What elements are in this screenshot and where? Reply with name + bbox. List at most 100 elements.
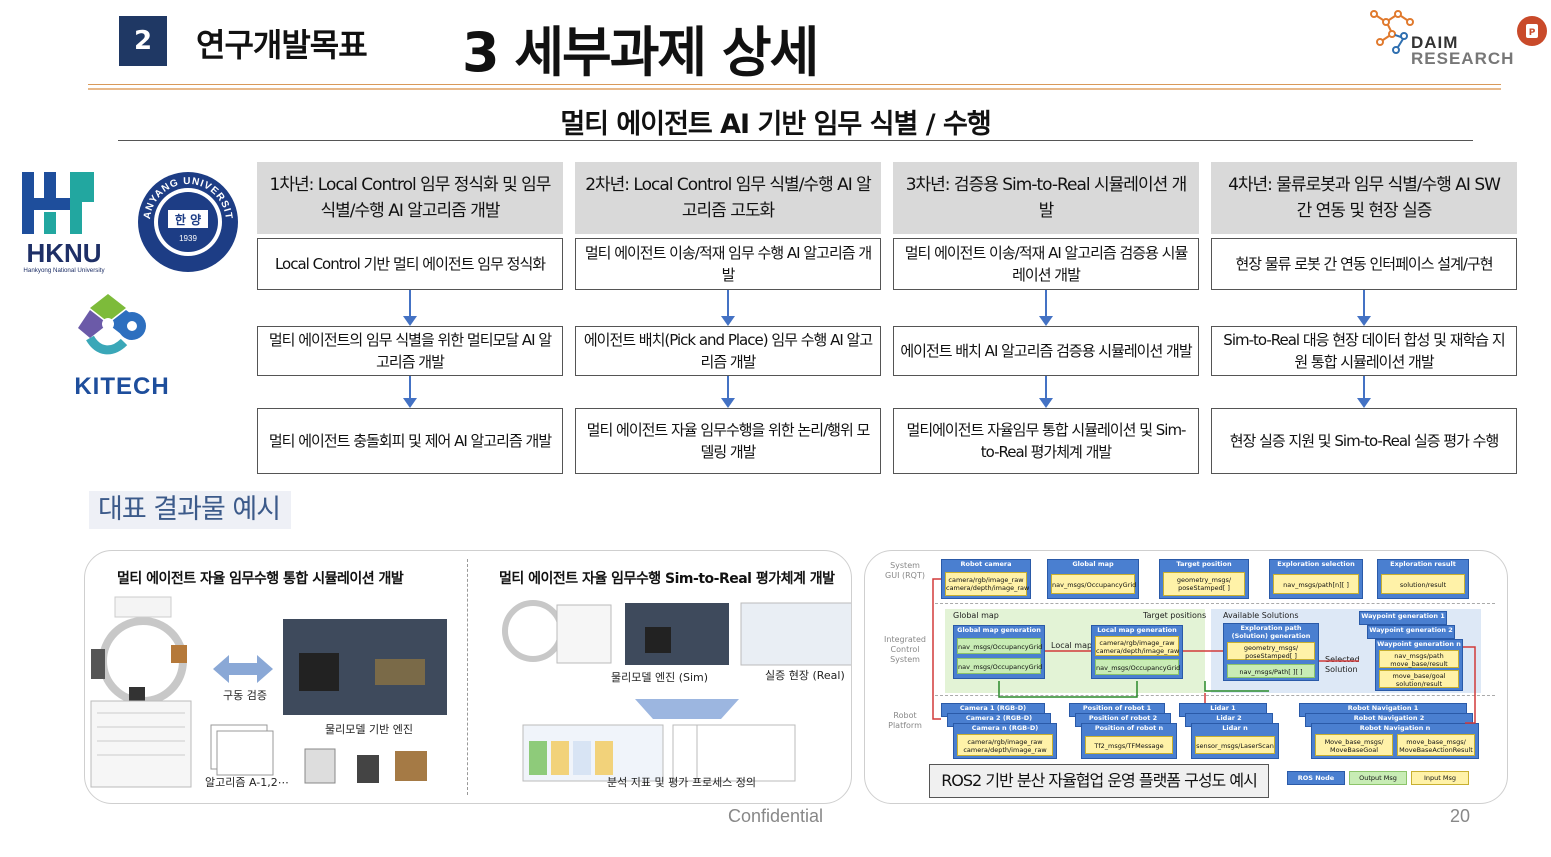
header-divider <box>88 84 1501 85</box>
input-msg: camera/rgb/image_raw camera/depth/image_… <box>945 572 1029 596</box>
legend-input-msg: Input Msg <box>1411 771 1469 785</box>
year-1-task-3: 멀티 에이전트 충돌회피 및 제어 AI 알고리즘 개발 <box>257 408 563 474</box>
hanyang-seal-icon: HANYANG UNIVERSITY 한 양 1939 <box>136 170 238 272</box>
year-4-task-2: Sim-to-Real 대응 현장 데이터 합성 및 재학습 지원 통합 시뮬레… <box>1211 326 1517 376</box>
input-msg: Move_base_msgs/ MoveBaseGoal <box>1315 734 1393 756</box>
node-title: Lidar n <box>1222 724 1248 732</box>
logo-text: RESEARCH <box>1411 49 1515 68</box>
logo-text: DAIM <box>1411 33 1459 52</box>
legend-output-msg: Output Msg <box>1349 771 1407 785</box>
flow-label: Selected Solution <box>1325 655 1360 674</box>
ros-node: Global map nav_msgs/OccupancyGrid <box>1047 559 1139 599</box>
node-title: Exploration path (Solution) generation <box>1231 624 1311 640</box>
node-title: Global map <box>1072 560 1114 568</box>
year-2-task-1: 멀티 에이전트 이송/적재 임무 수행 AI 알고리즘 개발 <box>575 238 881 290</box>
caption-drive-verification: 구동 검증 <box>223 689 267 702</box>
year-2-header: 2차년: Local Control 임무 식별/수행 AI 알고리즘 고도화 <box>575 162 881 234</box>
ros-node: Waypoint generation 2 <box>1367 625 1455 639</box>
node-title: Position of robot n <box>1094 724 1164 732</box>
simulation-diagram-figure <box>90 596 447 788</box>
down-arrow-icon <box>1357 376 1371 408</box>
hanyang-center-text: 한 양 <box>175 212 201 227</box>
caption-real-site: 실증 현장 (Real) <box>765 669 845 682</box>
year-4-task-3: 현장 실증 지원 및 Sim-to-Real 실증 평가 수행 <box>1211 408 1517 474</box>
ros-node: Local map generation camera/rgb/image_ra… <box>1091 625 1183 679</box>
year-4-header: 4차년: 물류로봇과 임무 식별/수행 AI SW 간 연동 및 현장 실증 <box>1211 162 1517 234</box>
panel-title-simulation: 멀티 에이전트 자율 임무수행 통합 시뮬레이션 개발 <box>117 571 404 587</box>
panel-title-sim-to-real: 멀티 에이전트 자율 임무수행 Sim-to-Real 평가체계 개발 <box>499 571 835 587</box>
input-msg: nav_msgs/path move_base/result <box>1379 650 1459 668</box>
connector-lines <box>932 578 1476 724</box>
ros-node: Robot Navigation n Move_base_msgs/ MoveB… <box>1311 723 1479 759</box>
ros-node: Exploration selection nav_msgs/path[n][ … <box>1269 559 1363 599</box>
year-4-task-1: 현장 물류 로봇 간 연동 인터페이스 설계/구현 <box>1211 238 1517 290</box>
output-msg: nav_msgs/Path[ ][ ] <box>1227 664 1315 678</box>
ros-node: Camera n (RGB-D) camera/rgb/image_raw ca… <box>953 723 1057 759</box>
input-msg: Tf2_msgs/TFMessage <box>1085 736 1173 754</box>
input-msg: camera/rgb/image_raw camera/depth/image_… <box>957 734 1053 756</box>
input-msg: camera/rgb/image_raw camera/depth/image_… <box>1095 636 1179 656</box>
down-arrow-icon <box>403 376 417 408</box>
page-title: 3 세부과제 상세 <box>462 21 819 84</box>
node-title: Local map generation <box>1097 626 1177 634</box>
input-msg: solution/result <box>1381 574 1465 594</box>
input-msg: move_base/goal solution/result <box>1379 670 1459 688</box>
ros2-diagram-caption: ROS2 기반 분산 자율협업 운영 플랫폼 구성도 예시 <box>929 764 1269 798</box>
input-msg: geometry_msgs/ poseStamped[ ] <box>1163 572 1245 596</box>
kitech-name: KITECH <box>74 373 169 400</box>
daim-logo-icon <box>1370 10 1414 54</box>
input-msg: move_base_msgs/ MoveBaseActionResult <box>1397 734 1475 756</box>
node-title: Global map generation <box>957 626 1041 634</box>
row-label-gui: System GUI (RQT) <box>885 561 925 580</box>
node-title: Exploration selection <box>1277 560 1355 568</box>
down-arrow-icon <box>1039 290 1053 326</box>
node-title: Target position <box>1176 560 1232 568</box>
page-number: 20 <box>1450 806 1471 826</box>
node-title: Robot Navigation n <box>1359 724 1431 732</box>
down-arrow-icon <box>1039 376 1053 408</box>
header-divider <box>88 88 1501 90</box>
ros-node: Waypoint generation n nav_msgs/path move… <box>1375 639 1463 691</box>
caption-physics-engine: 물리모델 기반 엔진 <box>325 723 413 736</box>
kitech-logo-icon: KITECH <box>74 294 169 400</box>
section-label: 연구개발목표 <box>196 26 368 64</box>
output-msg: nav_msgs/OccupancyGrid <box>957 658 1042 674</box>
flow-label: Local map <box>1051 641 1093 650</box>
legend-ros-node: ROS Node <box>1287 771 1345 785</box>
input-msg: sensor_msgs/LaserScan <box>1195 736 1275 754</box>
node-title: Waypoint generation n <box>1377 640 1461 648</box>
flow-label: Target positions <box>1143 611 1207 620</box>
confidential-label: Confidential <box>727 806 824 826</box>
ros-node: Exploration result solution/result <box>1377 559 1469 599</box>
node-title: Exploration result <box>1390 560 1456 568</box>
year-3-task-3: 멀티에이전트 자율임무 통합 시뮬레이션 및 Sim-to-Real 평가체계 … <box>893 408 1199 474</box>
year-3-header: 3차년: 검증용 Sim-to-Real 시뮬레이션 개발 <box>893 162 1199 234</box>
ros-node: Exploration path (Solution) generation g… <box>1223 623 1319 681</box>
row-label-control: Integrated Control System <box>884 635 926 664</box>
caption-algorithms: 알고리즘 A-1,2⋯ <box>205 776 289 789</box>
ros-node: Waypoint generation 1 <box>1359 611 1447 625</box>
year-1-task-2: 멀티 에이전트의 임무 식별을 위한 멀티모달 AI 알고리즘 개발 <box>257 326 563 376</box>
section-number-badge: 2 <box>119 16 167 66</box>
caption-physics-sim: 물리모델 엔진 (Sim) <box>611 671 709 684</box>
row-divider <box>935 603 1495 604</box>
panel-divider <box>467 559 468 795</box>
input-msg: nav_msgs/path[n][ ] <box>1273 574 1359 594</box>
ros-node: Lidar n sensor_msgs/LaserScan <box>1191 723 1279 759</box>
row-label-platform: Robot Platform <box>888 711 922 730</box>
year-2-task-3: 멀티 에이전트 자율 임무수행을 위한 논리/행위 모델링 개발 <box>575 408 881 474</box>
ros-node: Global map generation nav_msgs/Occupancy… <box>953 625 1045 679</box>
node-title: Robot camera <box>960 560 1012 568</box>
ros2-architecture-panel: System GUI (RQT) Integrated Control Syst… <box>864 550 1508 804</box>
down-arrow-icon <box>403 290 417 326</box>
ros-node: Robot camera camera/rgb/image_raw camera… <box>941 559 1031 599</box>
powerpoint-icon: P <box>1517 16 1547 46</box>
hanyang-year: 1939 <box>179 234 197 243</box>
left-results-panel: 멀티 에이전트 자율 임무수행 통합 시뮬레이션 개발 멀티 에이전트 자율 임… <box>84 550 852 804</box>
year-3-task-2: 에이전트 배치 AI 알고리즘 검증용 시뮬레이션 개발 <box>893 326 1199 376</box>
node-title: Camera n (RGB-D) <box>971 724 1039 732</box>
output-msg: nav_msgs/OccupancyGrid <box>1095 659 1180 675</box>
hknu-subname: Hankyong National University <box>23 267 105 274</box>
year-1-header: 1차년: Local Control 임무 정식화 및 임무 식별/수행 AI … <box>257 162 563 234</box>
down-arrow-icon <box>721 376 735 408</box>
